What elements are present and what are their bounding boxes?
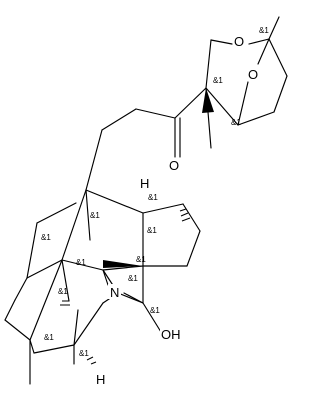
atom-labels: O O O N OH H H <box>96 33 260 387</box>
ketone-oxygen-label: O <box>169 158 179 173</box>
wedge-bonds <box>103 88 214 268</box>
stereo-descriptor: &1 <box>136 255 146 264</box>
hydroxyl-label: OH <box>161 327 181 342</box>
hydrogen-bottom-label: H <box>96 372 105 387</box>
stereo-descriptor: &1 <box>148 193 158 202</box>
stereo-descriptor: &1 <box>58 287 68 296</box>
stereo-descriptor: &1 <box>90 211 100 220</box>
stereo-descriptor: &1 <box>147 226 157 235</box>
ring-oxygen-label: O <box>234 34 244 49</box>
stereo-descriptor: &1 <box>231 118 241 127</box>
hydrogen-top-label: H <box>140 176 149 191</box>
stereo-descriptors: &1 &1 &1 &1 &1 &1 &1 &1 &1 &1 &1 &1 &1 &… <box>41 26 269 358</box>
stereo-descriptor: &1 <box>41 233 51 242</box>
stereo-descriptor: &1 <box>259 26 269 35</box>
stereo-descriptor: &1 <box>79 349 89 358</box>
stereo-descriptor: &1 <box>44 333 54 342</box>
molecular-structure: O O O N OH H H &1 &1 &1 &1 &1 &1 &1 &1 &… <box>4 16 288 387</box>
stereo-descriptor: &1 <box>128 274 138 283</box>
nitrogen-label: N <box>110 285 119 300</box>
bond-layer <box>4 16 288 385</box>
stereo-descriptor: &1 <box>213 76 223 85</box>
stereo-descriptor: &1 <box>150 306 160 315</box>
bridge-oxygen-label: O <box>248 67 258 82</box>
hashed-bonds <box>60 208 191 365</box>
stereo-descriptor: &1 <box>76 258 86 267</box>
